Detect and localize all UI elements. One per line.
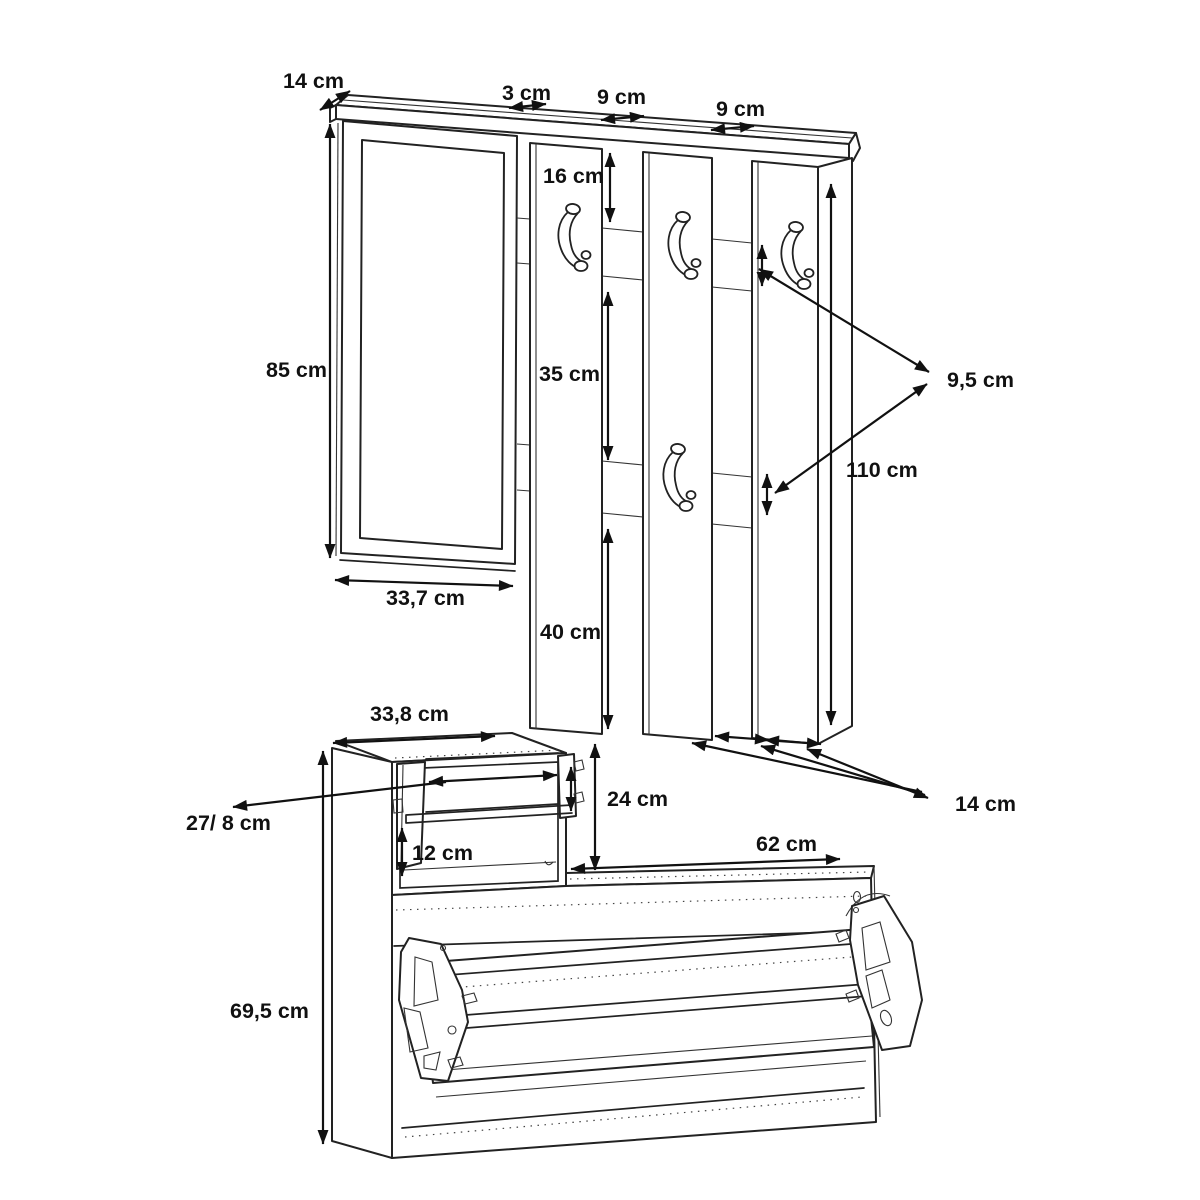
dim-console-top-width: 33,8 cm <box>332 702 496 748</box>
wall-rails <box>516 217 753 529</box>
dim-panel-gap: 3 cm <box>502 81 551 112</box>
dim-hook-spacing: 35 cm <box>539 291 614 461</box>
mirror-side-edge <box>335 122 339 557</box>
niche-shelf <box>405 804 573 824</box>
dim-label-panel-bottom-depth: 14 cm <box>955 792 1016 816</box>
dim-label-panel-width-right: 9 cm <box>716 97 765 121</box>
dim-cabinet-body-width: 62 cm <box>570 832 841 874</box>
dim-panel-height: 110 cm <box>825 183 918 726</box>
dim-label-panel-bottom-section: 40 cm <box>540 620 601 644</box>
dim-panel-bottom-depth: 14 cm <box>691 731 1016 816</box>
dim-label-hook-spacing: 35 cm <box>539 362 600 386</box>
drawer-side-plate <box>557 753 577 819</box>
dim-label-niche-inner: 27/ 8 cm <box>186 811 271 835</box>
dim-mirror-height: 85 cm <box>266 123 336 559</box>
mirror-panel <box>335 120 518 572</box>
plinth-top-edge <box>401 1087 865 1129</box>
dim-label-cabinet-body-width: 62 cm <box>756 832 817 856</box>
dim-label-mirror-width: 33,7 cm <box>386 586 465 610</box>
mirror-bottom-edge <box>339 559 516 572</box>
dim-label-niche-height: 12 cm <box>412 841 473 865</box>
dim-panel-width-left: 9 cm <box>597 85 646 125</box>
dim-label-wall-clearance: 24 cm <box>607 787 668 811</box>
dim-hook-top-offset: 16 cm <box>543 152 616 223</box>
dim-label-console-top-width: 33,8 cm <box>370 702 449 726</box>
dim-label-hook-projection: 9,5 cm <box>947 368 1014 392</box>
shelf-edge-line <box>342 99 853 139</box>
dim-niche-height: 12 cm <box>396 827 473 877</box>
dim-niche-inner: 27/ 8 cm <box>186 766 577 835</box>
mirror-glass <box>359 139 505 550</box>
dim-mirror-width: 33,7 cm <box>334 574 514 610</box>
dim-hook-projection: 9,5 cm <box>756 244 1014 516</box>
cam-mark <box>544 860 554 866</box>
tilt-out-flap <box>419 928 875 1084</box>
dim-label-panel-height: 110 cm <box>846 458 918 482</box>
cabinet-left-side <box>331 747 393 1159</box>
dim-label-shelf-depth: 14 cm <box>283 69 344 93</box>
dim-label-mirror-height: 85 cm <box>266 358 327 382</box>
flap-bracket-right <box>835 892 923 1051</box>
dim-label-panel-width-left: 9 cm <box>597 85 646 109</box>
shelf-left-cap <box>329 104 337 123</box>
dim-panel-bottom-section: 40 cm <box>540 528 614 730</box>
dim-label-panel-gap: 3 cm <box>502 81 551 105</box>
dim-panel-width-right: 9 cm <box>710 97 765 135</box>
dim-label-hook-top-offset: 16 cm <box>543 164 604 188</box>
dim-shelf-depth: 14 cm <box>283 69 351 111</box>
hook-panel-1 <box>529 142 603 735</box>
flap-bracket-left <box>398 937 478 1082</box>
shoe-cabinet <box>331 732 923 1159</box>
cam-hole <box>852 890 862 904</box>
shelf-right-cap <box>848 132 861 162</box>
dim-label-cabinet-height: 69,5 cm <box>230 999 309 1023</box>
dim-wall-clearance: 24 cm <box>589 743 668 871</box>
dim-cabinet-height: 69,5 cm <box>230 750 329 1145</box>
